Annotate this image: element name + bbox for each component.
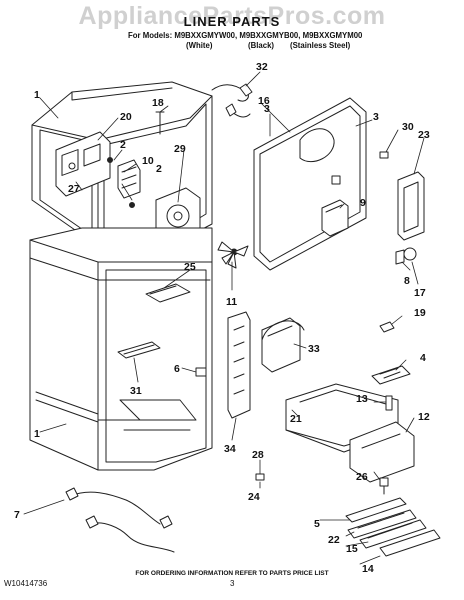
callout-2-a: 2 <box>120 139 126 151</box>
bulb-and-socket <box>395 247 417 265</box>
callout-4: 4 <box>420 352 426 364</box>
callout-5: 5 <box>314 518 320 530</box>
clip-28 <box>255 473 265 481</box>
callout-30: 30 <box>402 121 414 133</box>
callout-25: 25 <box>184 261 196 273</box>
callout-32: 32 <box>256 61 268 73</box>
callout-23: 23 <box>418 129 430 141</box>
variant-stainless: (Stainless Steel) <box>290 41 351 50</box>
callout-8: 8 <box>404 275 410 287</box>
callout-28: 28 <box>252 449 264 461</box>
light-housing-33 <box>261 317 305 373</box>
knob-26 <box>379 477 389 495</box>
callout-26: 26 <box>356 471 368 483</box>
shelf-track-34 <box>227 311 251 419</box>
callout-7: 7 <box>14 509 20 521</box>
callout-18: 18 <box>152 97 164 109</box>
callout-12: 12 <box>418 411 430 423</box>
evaporator-cover <box>253 97 367 271</box>
callout-27: 27 <box>68 183 80 195</box>
clip-19 <box>379 321 395 333</box>
callout-1-bottom: 1 <box>34 428 40 440</box>
wire-harness-7 <box>65 487 175 553</box>
control-housing-12 <box>349 421 415 483</box>
callout-31: 31 <box>130 385 142 397</box>
document-number: W10414736 <box>4 579 48 588</box>
callout-17: 17 <box>414 287 426 299</box>
callout-20: 20 <box>120 111 132 123</box>
callout-9: 9 <box>360 197 366 209</box>
callout-24: 24 <box>248 491 260 503</box>
control-board-4 <box>371 365 411 385</box>
callout-3-b: 3 <box>373 111 379 123</box>
callout-33: 33 <box>308 343 320 355</box>
callout-14: 14 <box>362 563 374 575</box>
page-number: 3 <box>230 579 235 588</box>
bulb-13 <box>385 395 393 411</box>
damper-assembly <box>107 157 141 208</box>
callout-22: 22 <box>328 534 340 546</box>
variant-black: (Black) <box>248 41 274 50</box>
callout-1-top: 1 <box>34 89 40 101</box>
ordering-info-note: FOR ORDERING INFORMATION REFER TO PARTS … <box>135 570 329 577</box>
page-title: LINER PARTS <box>183 14 281 29</box>
light-socket-6 <box>195 367 207 377</box>
models-line: For Models: M9BXXGMYW00, M9BXXGMYB00, M9… <box>128 31 363 40</box>
callout-6: 6 <box>174 363 180 375</box>
callout-15: 15 <box>346 543 358 555</box>
callout-29: 29 <box>174 143 186 155</box>
callout-labels: 1 1 2 2 3 3 4 5 6 7 8 9 10 11 12 13 14 1… <box>14 61 430 575</box>
callout-21: 21 <box>290 413 302 425</box>
air-tower-23 <box>397 171 425 241</box>
variant-white: (White) <box>186 41 213 50</box>
wire-harness-32 <box>211 83 253 118</box>
shelf-rail-31 <box>117 341 161 359</box>
shelf-support-25 <box>145 283 191 303</box>
watermark: AppliancePartsPros.com <box>78 2 386 30</box>
screw-30 <box>379 151 389 159</box>
callout-16: 16 <box>258 95 270 107</box>
callout-3-a: 3 <box>264 103 270 115</box>
callout-19: 19 <box>414 307 426 319</box>
fan-blade <box>217 241 249 269</box>
baffle-9 <box>321 199 349 237</box>
callout-11: 11 <box>226 296 237 308</box>
callout-10: 10 <box>142 155 154 167</box>
callout-34: 34 <box>224 443 236 455</box>
callout-2-b: 2 <box>156 163 162 175</box>
control-housing <box>55 131 111 197</box>
callout-13: 13 <box>356 393 368 405</box>
control-panel-strips <box>345 497 441 557</box>
leader-lines <box>23 71 425 565</box>
